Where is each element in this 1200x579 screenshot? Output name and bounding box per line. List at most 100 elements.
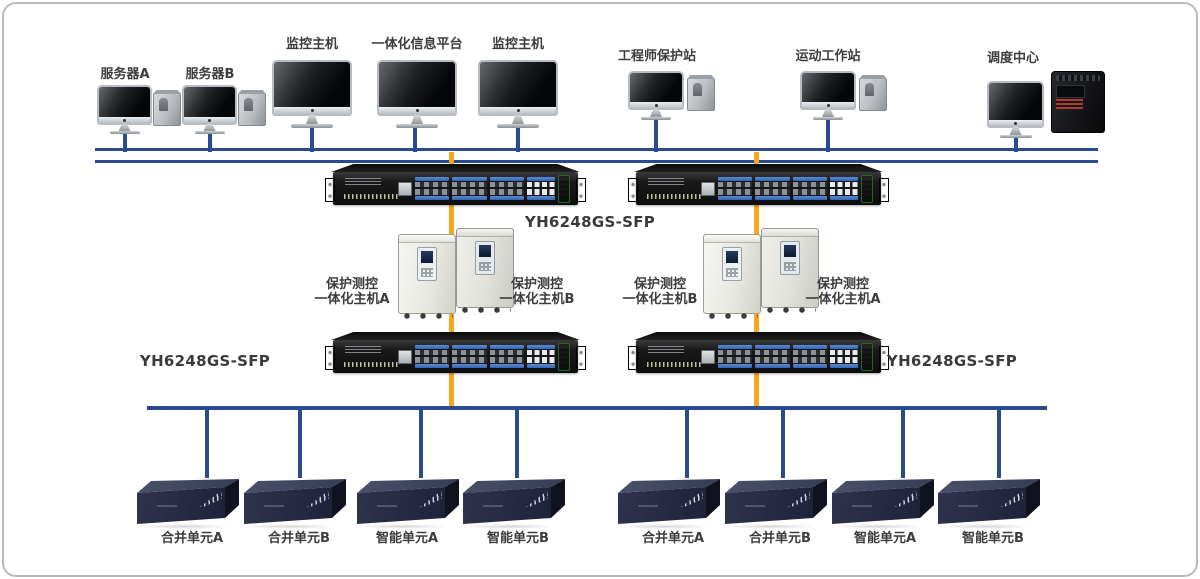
terminal-unit-label: 智能单元A bbox=[853, 531, 917, 546]
tower-pc bbox=[859, 78, 887, 111]
unit-side-face bbox=[706, 479, 720, 518]
ethernet-switch-upper-left bbox=[325, 172, 586, 205]
link-line bbox=[310, 122, 314, 152]
tower-pc bbox=[238, 93, 266, 126]
host-cabinet bbox=[398, 234, 456, 320]
sfp-port-group bbox=[452, 177, 487, 200]
unit-badge-text bbox=[483, 505, 503, 507]
link-line bbox=[298, 408, 302, 478]
switch-silkscreen bbox=[343, 177, 398, 200]
workstation-node-monitor-host-1: 监控主机 bbox=[270, 33, 354, 128]
link-line bbox=[123, 126, 127, 152]
drive-bay bbox=[1056, 85, 1085, 98]
switch-model-label-center: YH6248GS-SFP bbox=[524, 213, 656, 231]
sfp-ports bbox=[415, 181, 450, 196]
rj45-ports bbox=[527, 349, 555, 364]
ethernet-switch-lower-right bbox=[628, 340, 889, 373]
host-label-line2: 一体化主机B bbox=[622, 292, 698, 307]
node-label: 调度中心 bbox=[986, 51, 1039, 66]
ethernet-switch-lower-left bbox=[325, 340, 586, 373]
cabinet-control-panel bbox=[417, 247, 437, 281]
console-port bbox=[700, 349, 716, 364]
imac-monitor bbox=[377, 60, 457, 128]
monitor-stand bbox=[1009, 127, 1022, 135]
terminal-unit-label: 合并单元A bbox=[641, 531, 705, 546]
switch-silkscreen bbox=[646, 345, 701, 368]
tower-pc bbox=[687, 78, 715, 111]
cabinet-casters bbox=[461, 307, 511, 314]
rack-ear bbox=[325, 178, 335, 202]
cabinet-control-panel bbox=[475, 241, 495, 275]
switch-front-panel bbox=[646, 174, 874, 203]
node-label: 工程师保护站 bbox=[618, 49, 697, 64]
workstation-node-telemetry-station: 运动工作站 bbox=[790, 45, 890, 120]
rack-ear bbox=[325, 346, 335, 370]
monitor-stand bbox=[411, 115, 423, 124]
unit-badge-text bbox=[264, 505, 284, 507]
sfp-port-group bbox=[718, 177, 753, 200]
monitor-base bbox=[813, 117, 843, 120]
link-line bbox=[781, 408, 785, 478]
monitor-stand bbox=[650, 109, 662, 117]
link-line bbox=[997, 408, 1001, 478]
monitor-base bbox=[109, 131, 140, 134]
imac-monitor bbox=[182, 85, 237, 134]
node-label: 服务器B bbox=[185, 67, 235, 82]
unit-side-face bbox=[225, 479, 239, 518]
monitor-chin bbox=[987, 120, 1044, 128]
sfp-port-group bbox=[792, 345, 827, 368]
unit-front-face bbox=[463, 487, 551, 524]
imac-monitor bbox=[97, 85, 152, 134]
unit-side-face bbox=[445, 479, 459, 518]
sfp-ports bbox=[718, 181, 753, 196]
terminal-unit-device bbox=[137, 477, 243, 529]
power-terminal-block bbox=[557, 342, 571, 371]
monitor-base bbox=[396, 124, 438, 128]
unit-side-face bbox=[551, 479, 565, 518]
ethernet-switch-upper-right bbox=[628, 172, 889, 205]
node-label: 一体化信息平台 bbox=[371, 37, 463, 52]
host-label-line2: 一体化主机A bbox=[805, 292, 881, 307]
monitor-stand bbox=[822, 109, 834, 117]
sfp-ports bbox=[452, 181, 487, 196]
switch-front-panel bbox=[343, 342, 571, 371]
imac-monitor bbox=[987, 81, 1044, 138]
cabinet-casters bbox=[766, 307, 816, 314]
imac-monitor bbox=[478, 60, 558, 128]
link-line bbox=[205, 408, 209, 478]
workstation-node-engineer-station: 工程师保护站 bbox=[618, 45, 718, 120]
sfp-port-group bbox=[755, 177, 790, 200]
monitor-stand bbox=[512, 115, 524, 124]
terminal-unit-device bbox=[725, 477, 831, 529]
sfp-port-group bbox=[452, 345, 487, 368]
host-cabinet-pair-right bbox=[701, 226, 819, 320]
rack-ear bbox=[879, 346, 889, 370]
rj45-port-group bbox=[527, 345, 555, 368]
terminal-unit-label: 智能单元B bbox=[962, 531, 1024, 546]
monitor-screen bbox=[628, 71, 684, 102]
monitor-chin bbox=[628, 102, 684, 110]
switch-silkscreen bbox=[343, 345, 398, 368]
console-port bbox=[700, 181, 716, 196]
sfp-port-group bbox=[489, 345, 524, 368]
monitor-chin bbox=[97, 117, 152, 125]
monitor-screen bbox=[272, 60, 352, 107]
host-unit-label: 保护测控 一体化主机B bbox=[600, 277, 720, 307]
sfp-ports bbox=[792, 181, 827, 196]
host-label-line1: 保护测控 bbox=[633, 277, 686, 292]
cabinet-casters bbox=[403, 313, 453, 320]
unit-front-face bbox=[725, 487, 813, 524]
link-line bbox=[419, 408, 423, 478]
switch-front-panel bbox=[646, 342, 874, 371]
unit-side-face bbox=[332, 479, 346, 518]
sfp-ports bbox=[489, 181, 524, 196]
terminal-unit-label: 智能单元A bbox=[375, 531, 439, 546]
terminal-unit-label: 合并单元B bbox=[268, 531, 330, 546]
switch-front-panel bbox=[343, 174, 571, 203]
host-cabinet-pair-left bbox=[396, 226, 514, 320]
unit-badge-text bbox=[638, 505, 658, 507]
sfp-ports bbox=[415, 349, 450, 364]
server-tower bbox=[1051, 71, 1105, 133]
monitor-stand bbox=[306, 115, 318, 124]
rack-ear bbox=[628, 178, 638, 202]
